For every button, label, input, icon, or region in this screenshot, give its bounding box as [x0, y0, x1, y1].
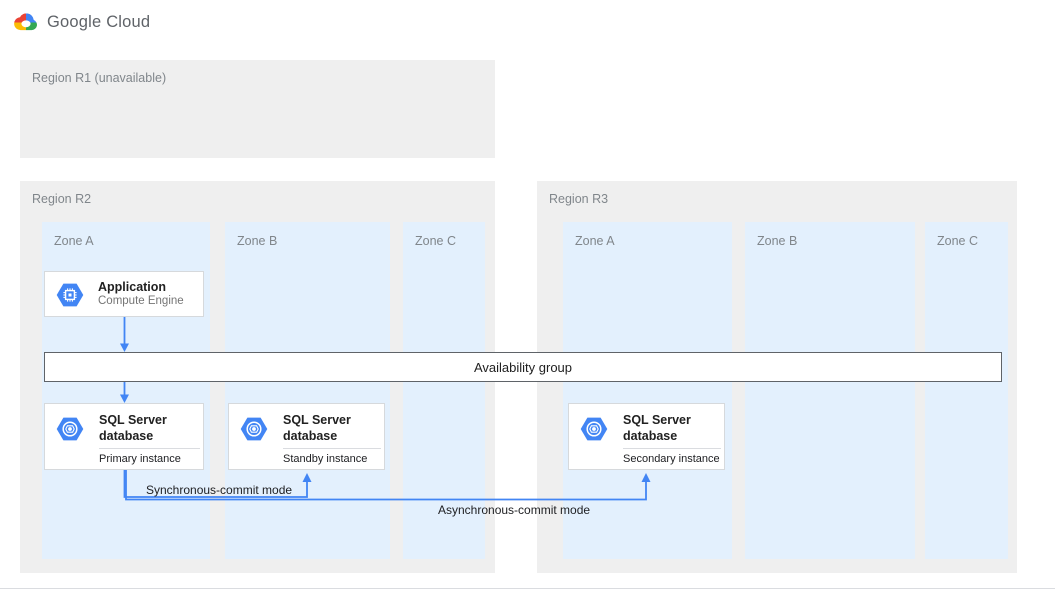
region-r3-zone-b: Zone B — [745, 222, 915, 559]
divider — [623, 448, 721, 449]
sql-node-title: SQL Server database — [623, 413, 691, 443]
zone-label: Zone A — [575, 234, 615, 248]
compute-engine-icon — [56, 283, 84, 307]
sql-node-title: SQL Server database — [99, 413, 167, 443]
sql-server-database-icon — [56, 417, 84, 441]
region-r3-label: Region R3 — [549, 192, 609, 206]
brand-title: Google Cloud — [47, 13, 151, 31]
zone-label: Zone C — [415, 234, 456, 248]
region-r1-label: Region R1 (unavailable) — [32, 71, 167, 85]
region-r2-zone-b: Zone B — [225, 222, 390, 559]
region-r2-zone-c: Zone C — [403, 222, 485, 559]
sync-commit-label: Synchronous-commit mode — [146, 483, 293, 497]
sql-server-database-icon — [580, 417, 608, 441]
region-r2-label: Region R2 — [32, 192, 92, 206]
region-r3-zone-a: Zone A — [563, 222, 732, 559]
zone-label: Zone A — [54, 234, 94, 248]
sql-node-title: SQL Server database — [283, 413, 351, 443]
async-commit-label: Asynchronous-commit mode — [438, 503, 591, 517]
availability-group-label: Availability group — [473, 359, 573, 375]
availability-group-bar: Availability group — [44, 352, 1002, 382]
sql-secondary-node: SQL Server database Secondary instance — [568, 403, 725, 470]
google-cloud-logo-icon — [14, 13, 37, 31]
instance-label: Primary instance — [99, 453, 181, 465]
instance-label: Standby instance — [283, 453, 368, 465]
divider — [283, 448, 381, 449]
region-r1: Region R1 (unavailable) — [20, 60, 495, 158]
zone-label: Zone C — [937, 234, 978, 248]
region-r3-zone-c: Zone C — [925, 222, 1008, 559]
divider — [99, 448, 200, 449]
zone-label: Zone B — [757, 234, 798, 248]
sql-primary-node: SQL Server database Primary instance — [44, 403, 204, 470]
application-subtitle: Compute Engine — [98, 295, 184, 307]
zone-label: Zone B — [237, 234, 278, 248]
sql-standby-node: SQL Server database Standby instance — [228, 403, 385, 470]
application-node: Application Compute Engine — [44, 271, 204, 317]
application-title: Application — [98, 280, 167, 294]
sql-server-database-icon — [240, 417, 268, 441]
instance-label: Secondary instance — [623, 453, 720, 465]
google-cloud-logo: Google Cloud — [14, 13, 150, 32]
region-r2: Region R2 Zone A Zone B Zone C — [20, 181, 495, 573]
